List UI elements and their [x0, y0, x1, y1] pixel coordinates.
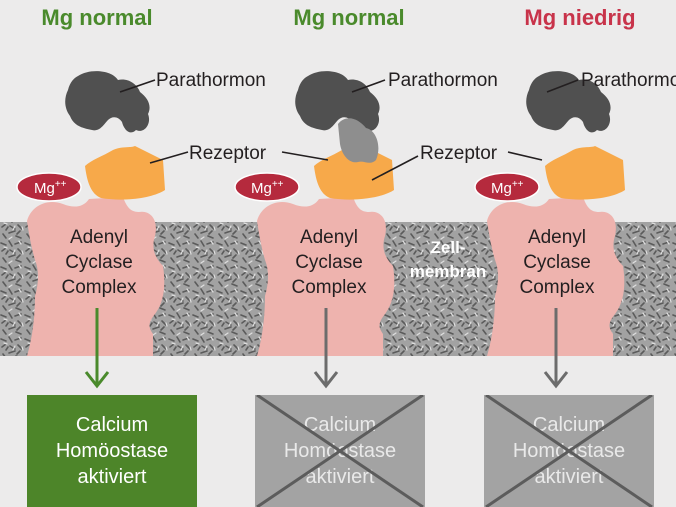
magnesium-label-1: Mg++: [34, 179, 67, 197]
parathormon-shape: [65, 71, 150, 133]
receptor-pointer-left: [281, 151, 329, 161]
complex-label-3: Adenyl Cyclase Complex: [519, 227, 595, 298]
receptor-pointer: [507, 151, 543, 161]
column-3-status: Mg niedrig: [524, 5, 636, 30]
parathormon-pointer: [119, 79, 156, 93]
parathormon-label-2: Parathormon: [388, 70, 498, 91]
complex-label-2: Adenyl Cyclase Complex: [291, 227, 367, 298]
column-1-status: Mg normal: [41, 5, 153, 30]
membrane-label: Zell- membran: [409, 238, 487, 281]
magnesium-ion: [234, 172, 300, 202]
parathormon-label-1: Parathormon: [156, 70, 266, 91]
magnesium-label-3: Mg++: [491, 179, 524, 197]
result-text: Calcium Homöostase aktiviert: [55, 414, 169, 488]
parathormon-label-3: Parathormon: [581, 70, 676, 91]
magnesium-ion: [474, 172, 540, 202]
blocked-cross-icon: [485, 395, 653, 507]
blocked-receptor-site: [338, 118, 379, 163]
result-box-active: Calcium Homöostase aktiviert: [27, 395, 197, 507]
parathormon-shape: [295, 71, 380, 133]
column-1-graphics: [16, 71, 189, 389]
receptor-shape: [545, 146, 625, 200]
receptor-pointer: [149, 151, 189, 164]
column-3-graphics: [474, 71, 625, 389]
blocked-cross-icon: [256, 395, 424, 507]
magnesium-ion: [16, 172, 82, 202]
parathormon-pointer: [546, 79, 579, 93]
complex-label-1: Adenyl Cyclase Complex: [61, 227, 137, 298]
receptor-label-2: Rezeptor: [420, 143, 498, 164]
signal-arrow-head: [313, 371, 339, 389]
result-box-blocked: Calcium Homöostase aktiviert: [484, 395, 654, 507]
activation-arrow-head: [84, 371, 110, 389]
magnesium-label-2: Mg++: [251, 179, 284, 197]
column-2-graphics: [234, 71, 419, 389]
column-2-status: Mg normal: [293, 5, 405, 30]
receptor-pointer-right: [371, 155, 419, 181]
result-box-blocked: Calcium Homöostase aktiviert: [255, 395, 425, 507]
parathormon-pointer: [351, 79, 386, 93]
receptor-label-1: Rezeptor: [189, 143, 267, 164]
signal-arrow-head: [543, 371, 569, 389]
receptor-shape: [85, 146, 165, 200]
